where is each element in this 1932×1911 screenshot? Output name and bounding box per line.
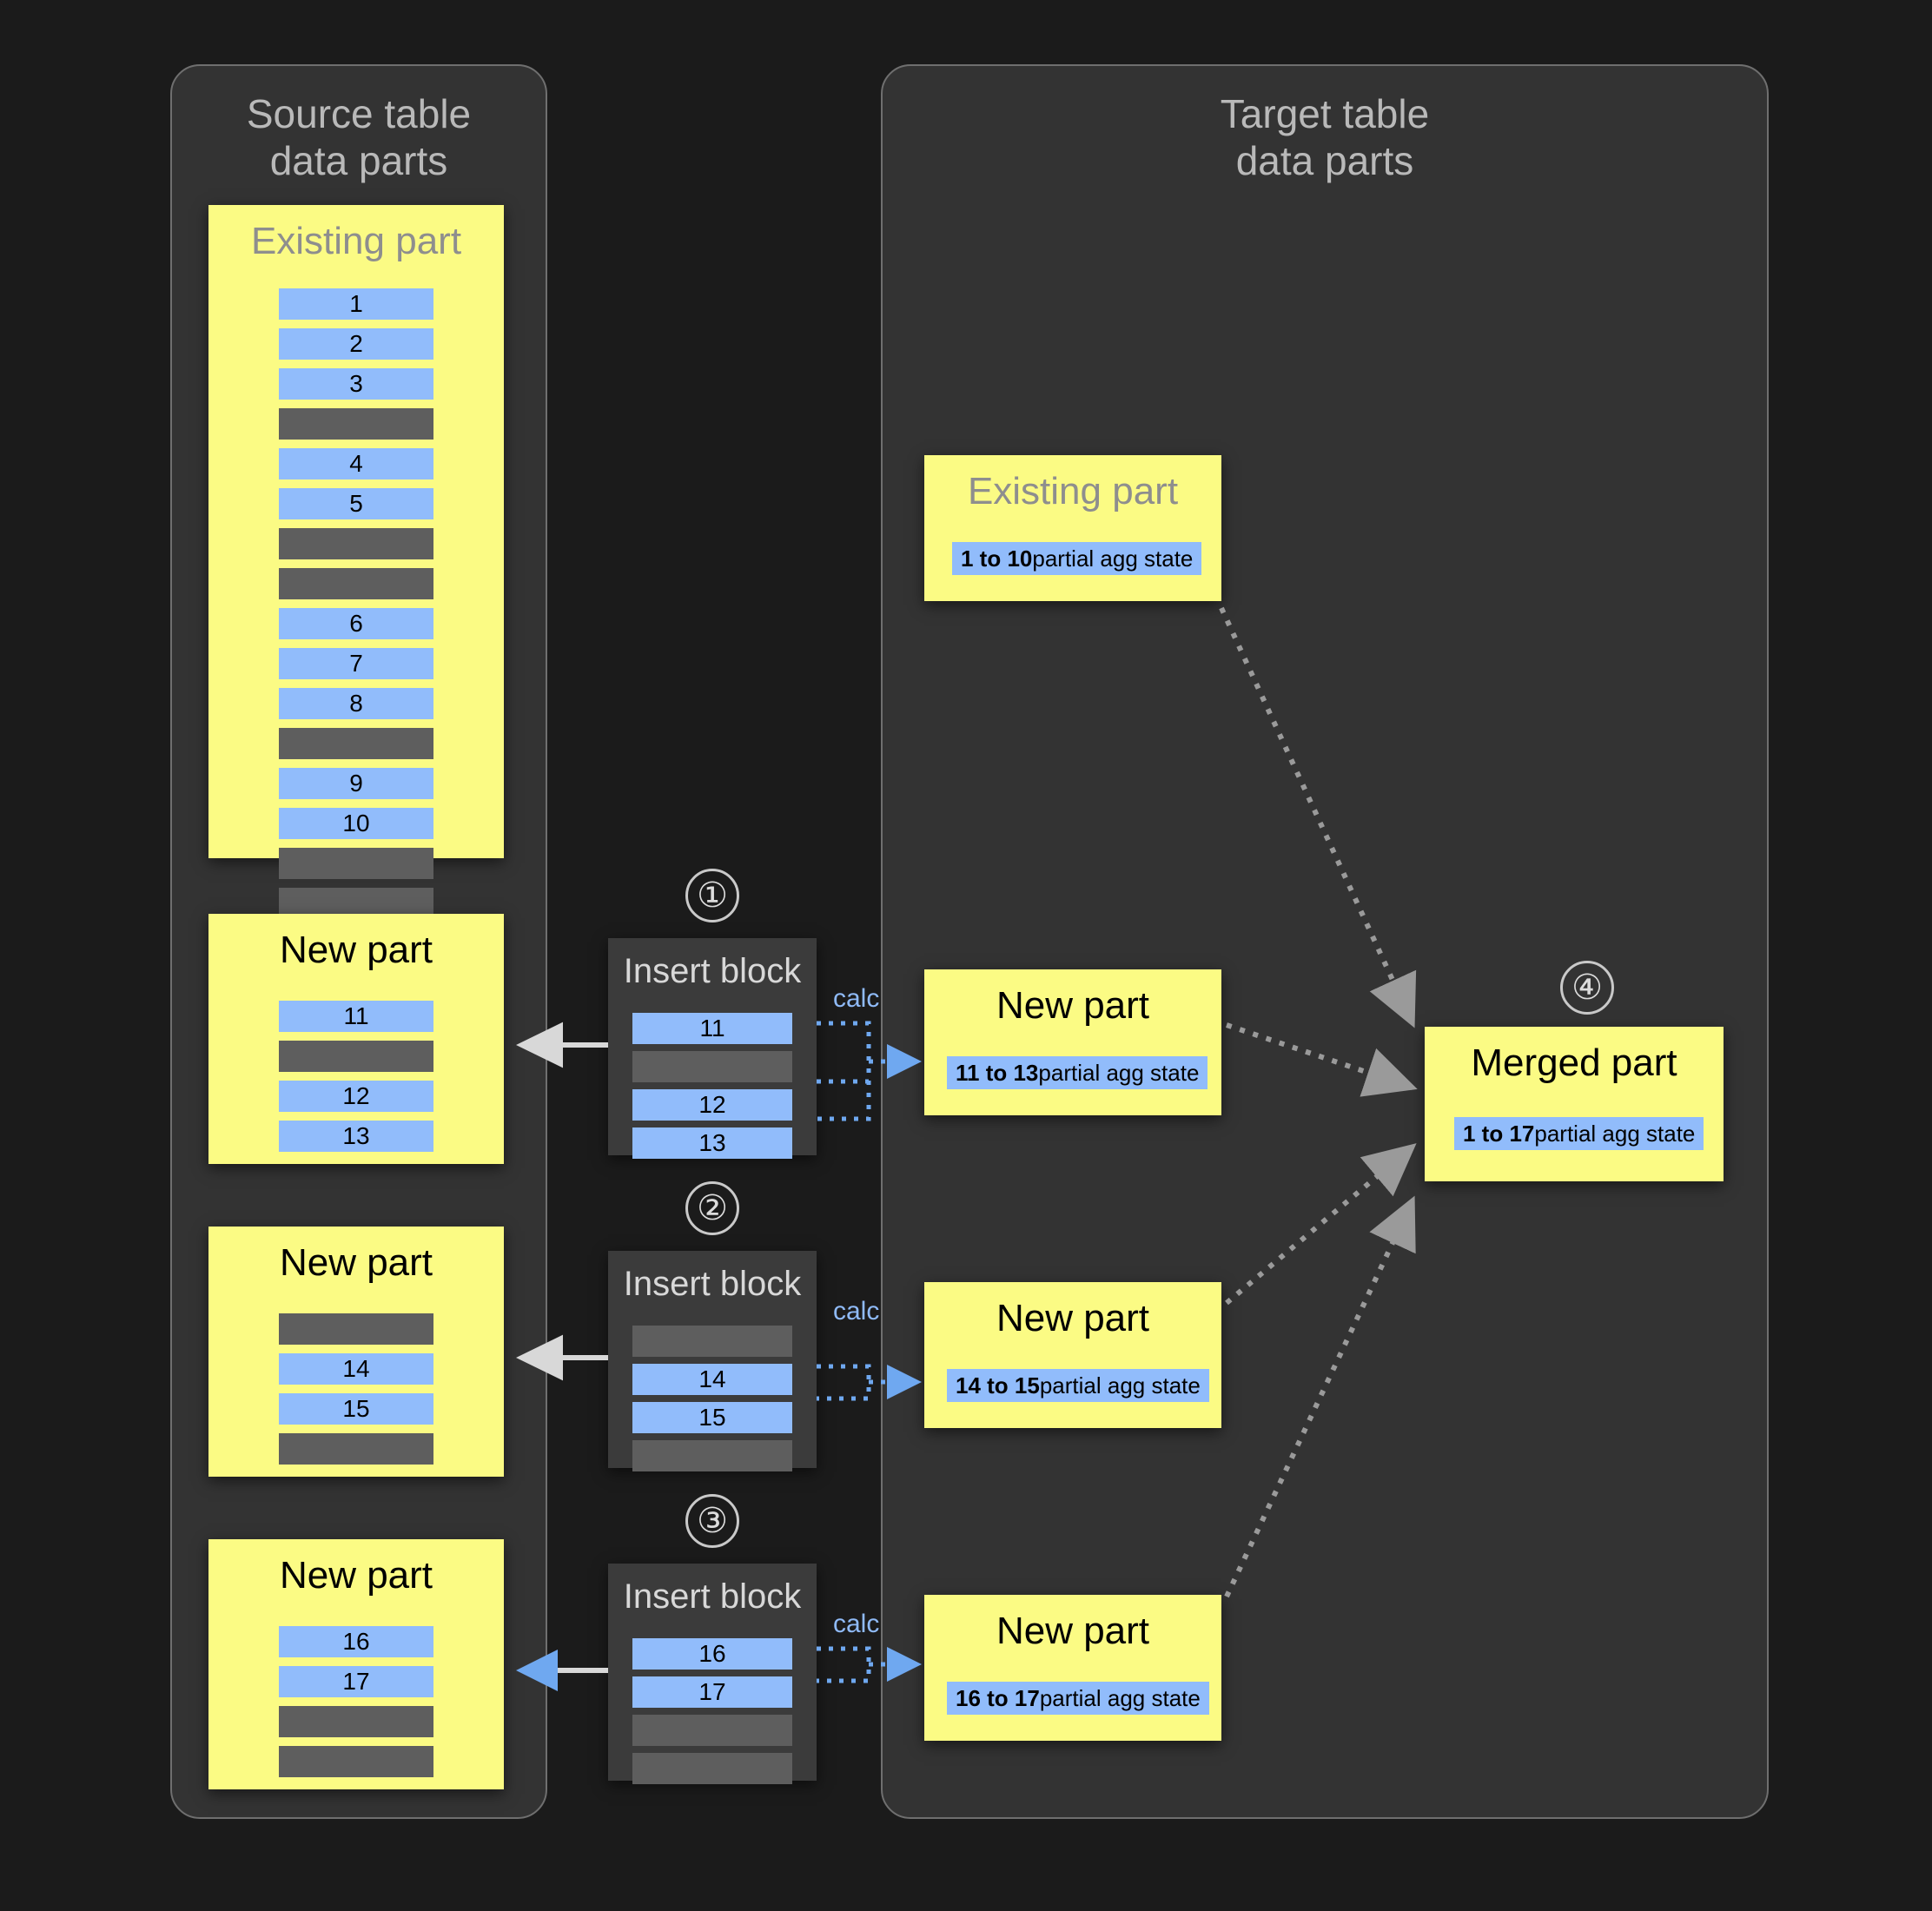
target-new-part-2-state: 14 to 15 partial agg state <box>947 1369 1209 1402</box>
data-row-filled: 16 <box>632 1638 792 1670</box>
state-range: 16 to 17 <box>956 1685 1040 1711</box>
data-row-filled: 15 <box>279 1393 433 1425</box>
state-suffix: partial agg state <box>1032 546 1194 572</box>
data-row-filled: 14 <box>632 1364 792 1395</box>
insert-block-3: Insert block 16 17 <box>608 1564 817 1784</box>
target-new-part-1-title: New part <box>996 984 1150 1027</box>
data-row-filled: 11 <box>279 1001 433 1032</box>
data-row-empty <box>279 1041 433 1072</box>
data-row-empty <box>279 528 433 559</box>
target-new-part-2: New part 14 to 15 partial agg state <box>924 1282 1221 1428</box>
data-row-filled: 7 <box>279 648 433 679</box>
data-row-filled: 14 <box>279 1353 433 1385</box>
calc-label-2: calc <box>833 1297 880 1326</box>
source-new-part-1-rows: 11 12 13 <box>208 1001 504 1160</box>
target-new-part-3-state: 16 to 17 partial agg state <box>947 1682 1209 1715</box>
data-row-empty <box>279 408 433 440</box>
data-row-filled: 2 <box>279 328 433 360</box>
source-new-part-1: New part 11 12 13 <box>208 914 504 1164</box>
merged-part: Merged part 1 to 17 partial agg state <box>1425 1027 1724 1181</box>
step-badge-4: ④ <box>1560 961 1614 1015</box>
target-new-part-3: New part 16 to 17 partial agg state <box>924 1595 1221 1741</box>
data-row-filled: 13 <box>632 1127 792 1159</box>
calc-label-1: calc <box>833 984 880 1013</box>
target-existing-part-state: 1 to 10 partial agg state <box>952 542 1202 575</box>
state-suffix: partial agg state <box>1534 1121 1696 1147</box>
source-existing-part-title: Existing part <box>250 220 462 262</box>
state-range: 1 to 17 <box>1463 1121 1535 1147</box>
insert-block-2-title: Insert block <box>623 1265 802 1303</box>
insert-block-1-title: Insert block <box>623 952 802 990</box>
source-new-part-1-title: New part <box>279 929 433 971</box>
insert-block-2: Insert block 14 15 <box>608 1251 817 1471</box>
data-row-empty <box>632 1753 792 1784</box>
data-row-filled: 12 <box>632 1089 792 1121</box>
data-row-empty <box>279 1433 433 1465</box>
insert-block-3-title: Insert block <box>623 1577 802 1616</box>
step-badge-1: ① <box>685 869 739 922</box>
state-range: 11 to 13 <box>956 1060 1039 1086</box>
data-row-empty <box>632 1326 792 1357</box>
data-row-empty <box>632 1051 792 1082</box>
state-suffix: partial agg state <box>1039 1372 1201 1399</box>
data-row-filled: 9 <box>279 768 433 799</box>
state-suffix: partial agg state <box>1039 1685 1201 1711</box>
target-panel-title: Target table data parts <box>1220 91 1430 184</box>
target-new-part-1: New part 11 to 13 partial agg state <box>924 969 1221 1115</box>
data-row-filled: 12 <box>279 1081 433 1112</box>
data-row-filled: 8 <box>279 688 433 719</box>
target-table-panel: Target table data parts <box>881 64 1769 1819</box>
data-row-empty <box>632 1715 792 1746</box>
data-row-filled: 10 <box>279 808 433 839</box>
data-row-filled: 5 <box>279 488 433 519</box>
data-row-empty <box>279 848 433 879</box>
data-row-filled: 16 <box>279 1626 433 1657</box>
source-new-part-2-title: New part <box>279 1241 433 1284</box>
data-row-filled: 6 <box>279 608 433 639</box>
merged-part-state: 1 to 17 partial agg state <box>1454 1117 1704 1150</box>
target-new-part-2-title: New part <box>996 1297 1150 1339</box>
insert-block-1: Insert block 11 12 13 <box>608 938 817 1159</box>
data-row-empty <box>279 568 433 599</box>
target-new-part-1-state: 11 to 13 partial agg state <box>947 1056 1208 1089</box>
data-row-filled: 15 <box>632 1402 792 1433</box>
data-row-filled: 11 <box>632 1013 792 1044</box>
data-row-filled: 3 <box>279 368 433 400</box>
source-existing-part-rows: 1 2 3 4 5 6 7 8 9 10 <box>208 288 504 928</box>
data-row-empty <box>279 1746 433 1777</box>
target-new-part-3-title: New part <box>996 1610 1150 1652</box>
data-row-empty <box>279 728 433 759</box>
source-new-part-3-title: New part <box>279 1554 433 1597</box>
data-row-empty <box>279 1313 433 1345</box>
data-row-filled: 4 <box>279 448 433 479</box>
data-row-empty <box>279 1706 433 1737</box>
step-badge-2: ② <box>685 1181 739 1235</box>
target-existing-part: Existing part 1 to 10 partial agg state <box>924 455 1221 601</box>
state-suffix: partial agg state <box>1038 1060 1200 1086</box>
data-row-filled: 17 <box>632 1676 792 1708</box>
insert-block-1-rows: 11 12 13 <box>608 1013 817 1166</box>
step-badge-3: ③ <box>685 1494 739 1548</box>
calc-label-3: calc <box>833 1610 880 1638</box>
state-range: 14 to 15 <box>956 1372 1040 1399</box>
data-row-filled: 17 <box>279 1666 433 1697</box>
state-range: 1 to 10 <box>961 546 1033 572</box>
source-panel-title: Source table data parts <box>246 91 472 184</box>
target-existing-part-title: Existing part <box>967 470 1179 512</box>
data-row-empty <box>632 1440 792 1471</box>
data-row-filled: 1 <box>279 288 433 320</box>
source-existing-part: Existing part 1 2 3 4 5 6 7 8 9 10 <box>208 205 504 919</box>
merged-part-title: Merged part <box>1471 1041 1677 1084</box>
data-row-filled: 13 <box>279 1121 433 1152</box>
